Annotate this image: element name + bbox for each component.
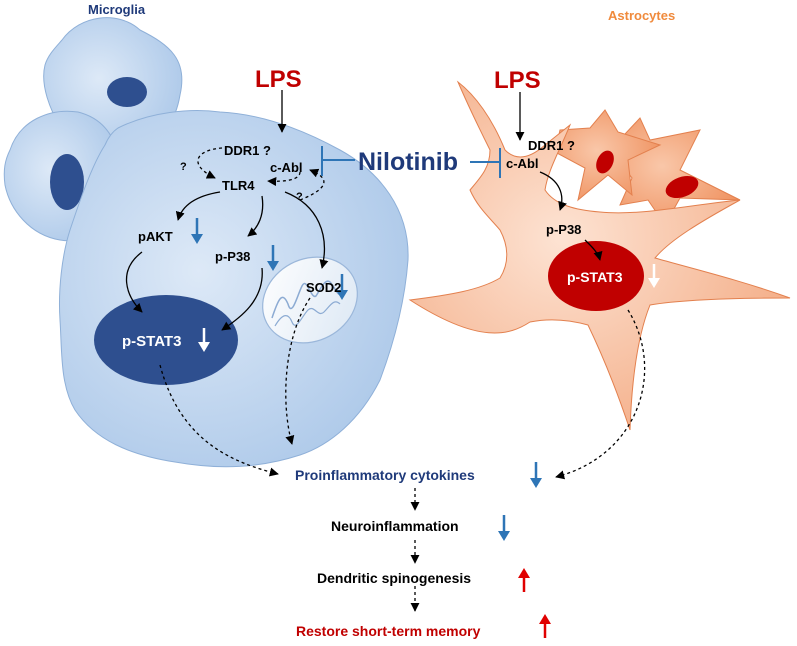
arrow-tlr4-to-pp38 [247, 195, 264, 237]
spinogenesis-up-arrow [518, 568, 530, 592]
tlr4-label: TLR4 [222, 178, 255, 193]
question-ddr1-tlr4: ? [180, 161, 187, 173]
spinogenesis-label: Dendritic spinogenesis [317, 570, 471, 586]
arrow-tlr4-to-pakt [175, 191, 221, 221]
pakt-down-arrow [191, 218, 203, 244]
ddr1-left-label: DDR1 ? [224, 143, 271, 158]
microglia-nucleus-back-left [50, 154, 84, 210]
microglia-title: Microglia [88, 2, 146, 17]
arrow-sod2-to-cytokines-dashed [285, 297, 311, 445]
pp38-right-label: p-P38 [546, 222, 581, 237]
astrocyte-cell-group [408, 80, 791, 431]
arrow-cabl-to-pp38-right [539, 171, 567, 211]
arrow-cabl-to-tlr4-dashed [267, 171, 301, 187]
arrow-pp38-to-pstat3-right [584, 239, 603, 261]
pathway-arrows [125, 90, 646, 612]
microglia-nucleus-pstat3 [94, 295, 238, 385]
microglia-nucleus-back-top [107, 77, 147, 107]
astrocytes-title: Astrocytes [608, 8, 675, 23]
pstat3-right-label: p-STAT3 [567, 269, 623, 285]
sod2-down-arrow [336, 274, 348, 300]
pstat3-left-down-arrow [198, 328, 210, 352]
pstat3-right-down-arrow [648, 264, 660, 288]
sod2-label: SOD2 [306, 280, 341, 295]
memory-up-arrow [539, 614, 551, 638]
neuroinflammation-label: Neuroinflammation [331, 518, 459, 534]
lps-left-label: LPS [255, 66, 302, 93]
pakt-label: pAKT [138, 229, 173, 244]
arrow-pp38-to-pstat3 [221, 267, 263, 331]
mitochondrion [262, 256, 358, 344]
arrow-tlr4-to-sod2 [284, 191, 329, 269]
arrow-tlr4-to-cabl-dashed [299, 168, 325, 201]
astrocyte-nucleus-back-right [665, 175, 699, 199]
neuroinflammation-down-arrow [498, 515, 510, 541]
arrow-pstat3-right-to-cytokines-dashed [555, 309, 646, 480]
astrocyte-nucleus-back-center [596, 150, 614, 174]
arrow-ddr1-to-tlr4-dashed [197, 147, 223, 179]
arrow-pstat3-to-cytokines-dashed [159, 364, 279, 477]
indicator-arrows [191, 218, 660, 638]
microglia-cell-group [3, 17, 409, 468]
nilotinib-inhibition [321, 146, 501, 178]
cabl-right-label: c-Abl [506, 156, 539, 171]
question-cabl-tlr4: ? [296, 191, 303, 203]
memory-label: Restore short-term memory [296, 623, 481, 639]
arrow-pakt-to-pstat3 [125, 251, 143, 313]
nilotinib-label: Nilotinib [358, 148, 458, 176]
lps-right-label: LPS [494, 67, 541, 94]
cabl-left-label: c-Abl [270, 160, 303, 175]
cytokines-label: Proinflammatory cytokines [295, 467, 475, 483]
astrocyte-nucleus-pstat3 [548, 241, 644, 311]
cytokines-down-arrow [530, 462, 542, 488]
ddr1-right-label: DDR1 ? [528, 138, 575, 153]
text-labels: Microglia Astrocytes LPS LPS Nilotinib D… [88, 2, 675, 639]
pp38-left-label: p-P38 [215, 249, 250, 264]
pp38-left-down-arrow [267, 245, 279, 271]
pstat3-left-label: p-STAT3 [122, 333, 181, 350]
